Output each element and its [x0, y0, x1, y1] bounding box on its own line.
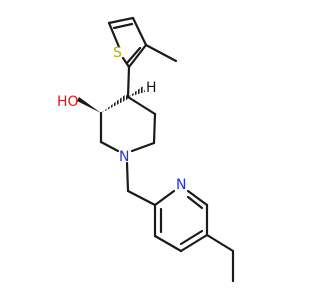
bond-c2-s	[121, 56, 131, 69]
atom-label-h: H	[146, 80, 157, 96]
pyridine-ring	[125, 161, 235, 283]
bond-c5py-c4py	[179, 233, 209, 253]
bond-n1-ch2	[125, 161, 130, 193]
bond-c4-c5	[126, 95, 157, 116]
bond-c5py-ethyl	[205, 233, 235, 253]
bond-s-c5	[107, 21, 121, 49]
bond-c3-c2-double	[125, 46, 142, 65]
bond-thienyl-c4	[126, 65, 131, 99]
atom-label-n-pyridine: N	[176, 177, 186, 193]
hash-bond-c3-c4	[101, 94, 128, 113]
bond-npy-c6py	[186, 189, 209, 207]
bond-c6-n1	[130, 141, 156, 153]
bond-c4-c3	[131, 16, 148, 47]
bond-c3-methyl	[144, 43, 178, 63]
bond-c3-c2	[127, 43, 148, 69]
bond-c5-c4-double	[112, 22, 134, 30]
piperidine-ring	[77, 65, 157, 153]
bond-c2py-npy	[153, 189, 176, 207]
bond-c5-c4	[107, 16, 135, 25]
bond-c4py-c3py	[153, 234, 183, 253]
bond-c5-c6	[152, 112, 157, 145]
bond-c5py-c4py-double	[179, 229, 204, 246]
bond-ch2-c2py	[126, 189, 157, 207]
bond-n1-c2	[99, 140, 120, 153]
atom-label-ho: HO	[57, 94, 79, 110]
atom-label-n-piperidine: N	[119, 149, 129, 165]
bond-npy-c6py-double	[186, 195, 204, 210]
molecule-structure: S HO H N N	[57, 16, 235, 283]
wedge-bond-oh	[77, 97, 101, 113]
atom-label-s: S	[113, 45, 122, 61]
thiophene-ring	[107, 16, 178, 69]
hash-bond-h	[128, 86, 145, 97]
